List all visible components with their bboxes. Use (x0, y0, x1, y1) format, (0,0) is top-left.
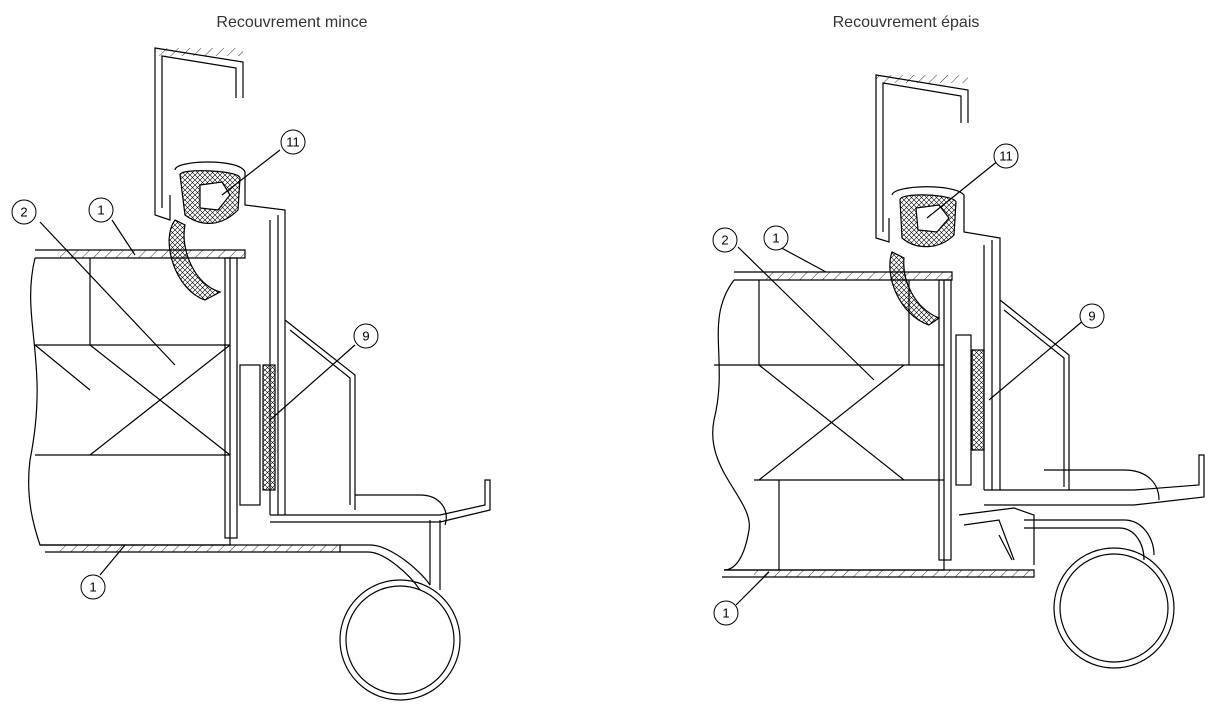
end-plate (224, 257, 238, 539)
tube (339, 579, 461, 701)
callout-circle (1079, 303, 1105, 329)
end-plate (938, 279, 952, 561)
callout-label: 1 (89, 580, 96, 595)
seal-strip (971, 349, 985, 451)
callout-circle (763, 225, 789, 251)
frame-profile (891, 186, 1001, 490)
seal-bulb (168, 219, 222, 301)
cross-section-drawing-thin: 2 1 11 9 1 (11, 47, 491, 701)
panel-thin-overlap: Recouvrement mince (11, 14, 491, 701)
callout-circle (80, 574, 106, 600)
panel-thick-overlap: Recouvrement épais (604, 0, 1208, 709)
callout-label: 9 (362, 329, 369, 344)
bottom-tray (984, 454, 1205, 506)
cross-section-drawing-thick: 2 1 11 9 1 (712, 74, 1205, 669)
panel-title: Recouvrement épais (832, 14, 980, 31)
callout-circle (353, 323, 379, 349)
panel-body (28, 257, 231, 546)
callout-label: 1 (722, 606, 729, 621)
callout-circle (88, 197, 114, 223)
seal-bulb (889, 251, 941, 326)
panel-title: Recouvrement mince (216, 14, 368, 31)
top-hook-profile (154, 47, 244, 221)
frame-profile (174, 161, 286, 515)
callout-circle (993, 143, 1019, 169)
callouts: 2 1 11 9 1 (712, 143, 1105, 626)
callout-label: 11 (999, 149, 1013, 164)
callouts: 2 1 11 9 1 (11, 129, 379, 600)
callout-circle (11, 199, 37, 225)
seal-strip (262, 364, 276, 491)
callout-circle (713, 600, 739, 626)
panel-body (712, 279, 945, 571)
bottom-tray (270, 479, 491, 523)
top-hook-profile (875, 74, 969, 243)
callout-label: 1 (772, 231, 779, 246)
callout-circle (280, 129, 306, 155)
callout-label: 11 (286, 135, 300, 150)
tube (1053, 547, 1175, 669)
callout-label: 2 (721, 233, 728, 248)
callout-circle (712, 227, 738, 253)
callout-label: 9 (1088, 309, 1095, 324)
callout-label: 2 (20, 205, 27, 220)
callout-label: 1 (97, 203, 104, 218)
